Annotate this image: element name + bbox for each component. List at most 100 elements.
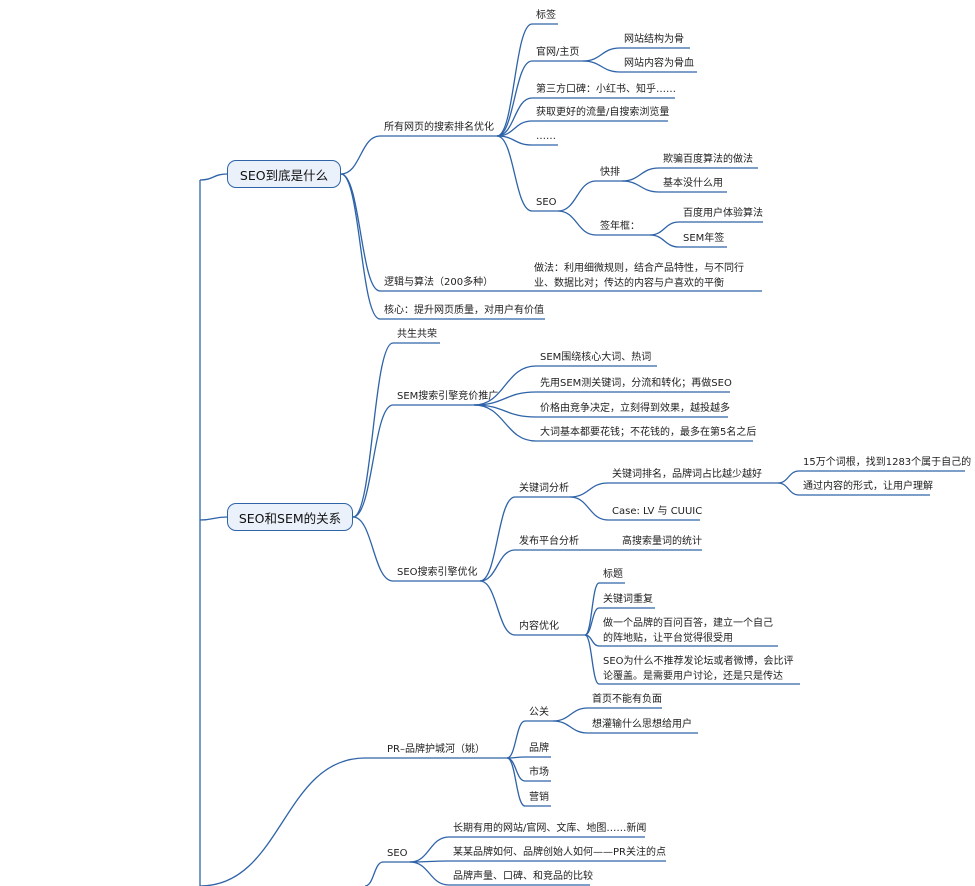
connector-46 xyxy=(506,757,551,807)
connector-49 xyxy=(409,860,666,863)
node-sem-test[interactable]: 先用SEM测关键词，分流和转化；再做SEO xyxy=(540,378,732,389)
node-publish-a[interactable]: 高搜索量词的统计 xyxy=(622,536,702,547)
node-seo2[interactable]: SEO xyxy=(387,848,408,859)
connector-19 xyxy=(649,234,727,248)
connector-12 xyxy=(582,47,690,62)
node-sem-price[interactable]: 价格由竞争决定，立刻得到效果，越投越多 xyxy=(540,403,730,414)
topic-label: SEO到底是什么 xyxy=(239,167,329,183)
node-kw-rank-a[interactable]: 15万个词根，找到1283个属于自己的 xyxy=(803,457,972,468)
connector-24 xyxy=(473,365,657,406)
node-site-content[interactable]: 网站内容为骨血 xyxy=(624,58,694,69)
node-pr-brand[interactable]: 品牌 xyxy=(529,743,549,754)
connector-40 xyxy=(199,757,507,886)
node-seo2-b[interactable]: 某某品牌如何、品牌创始人如何——PR关注的点 xyxy=(453,847,666,858)
connector-28 xyxy=(479,496,570,582)
node-site-structure[interactable]: 网站结构为骨 xyxy=(624,34,684,45)
node-kw-rank[interactable]: 关键词排名，品牌词占比越少越好 xyxy=(612,469,762,480)
connector-30 xyxy=(479,580,585,636)
node-tags[interactable]: 标签 xyxy=(536,10,556,21)
node-pr-gg-a[interactable]: 首页不能有负面 xyxy=(592,694,662,705)
connector-27 xyxy=(473,404,753,442)
connector-17 xyxy=(621,180,727,193)
node-annual-frame[interactable]: 签年框： xyxy=(600,221,640,232)
node-publish[interactable]: 发布平台分析 xyxy=(519,536,579,547)
connector-7 xyxy=(496,60,583,137)
connector-22 xyxy=(352,404,474,518)
connector-14 xyxy=(557,180,622,212)
connector-39 xyxy=(584,634,800,685)
connector-50 xyxy=(409,861,590,886)
connector-6 xyxy=(496,23,558,137)
node-content[interactable]: 内容优化 xyxy=(519,621,559,632)
topic-seo-sem-relation[interactable]: SEO和SEM的关系 xyxy=(227,503,353,531)
node-logic-algorithm[interactable]: 逻辑与算法（200多种） xyxy=(384,277,494,288)
connector-43 xyxy=(552,720,698,734)
node-pr-market[interactable]: 市场 xyxy=(529,767,549,778)
node-sem-annual[interactable]: SEM年签 xyxy=(683,233,725,244)
connector-13 xyxy=(582,60,697,73)
connector-41 xyxy=(506,720,553,759)
connector-34 xyxy=(777,482,930,496)
connector-16 xyxy=(621,167,758,182)
connector-47 xyxy=(364,861,410,886)
node-traffic[interactable]: 获取更好的流量/自搜索浏览量 xyxy=(536,107,670,118)
connector-44 xyxy=(506,756,551,759)
node-pr-gg[interactable]: 公关 xyxy=(529,707,549,718)
connector-37 xyxy=(584,607,655,636)
node-content-forum[interactable]: SEO为什么不推荐发论坛或者微博，会比评论覆盖。是需要用户讨论，还是只是传达 xyxy=(603,656,794,682)
connector-26 xyxy=(473,404,728,418)
node-seo2-a[interactable]: 长期有用的网站/官网、文库、地图……新闻 xyxy=(453,823,647,834)
node-pr-sales[interactable]: 营销 xyxy=(529,792,549,803)
node-symbiosis[interactable]: 共生共荣 xyxy=(397,329,437,340)
connector-32 xyxy=(569,496,700,521)
connector-21 xyxy=(352,342,440,518)
connector-31 xyxy=(569,482,778,498)
node-all-webpages[interactable]: 所有网页的搜索排名优化 xyxy=(384,122,494,133)
connector-9 xyxy=(496,120,668,137)
connector-11 xyxy=(496,135,558,212)
node-pr-gg-b[interactable]: 想灌输什么思想给用户 xyxy=(592,719,692,730)
topic-label: SEO和SEM的关系 xyxy=(238,510,342,526)
node-content-title[interactable]: 标题 xyxy=(603,569,623,580)
connector-8 xyxy=(496,97,675,137)
node-sem[interactable]: SEM搜索引擎竞价推广 xyxy=(397,391,499,402)
node-third-party[interactable]: 第三方口碑：小红书、知乎…… xyxy=(536,84,676,95)
connector-25 xyxy=(473,391,730,406)
node-etc[interactable]: …… xyxy=(536,131,556,142)
node-sem-big-words[interactable]: 大词基本都要花钱；不花钱的，最多在第5名之后 xyxy=(540,427,757,438)
node-seo[interactable]: SEO xyxy=(536,197,557,208)
node-content-qa[interactable]: 做一个品牌的百问百答，建立一个自己的阵地贴，让平台觉得很受用 xyxy=(603,618,773,644)
node-seo-optimize[interactable]: SEO搜索引擎优化 xyxy=(397,567,478,578)
connector-15 xyxy=(557,210,650,236)
connector-18 xyxy=(649,221,763,236)
node-seo2-c[interactable]: 品牌声量、口碑、和竞品的比较 xyxy=(453,871,593,882)
node-kw-case[interactable]: Case: LV 与 CUUIC xyxy=(612,506,703,517)
connector-42 xyxy=(552,707,662,722)
node-pr[interactable]: PR–品牌护城河（姚） xyxy=(387,744,485,755)
node-sem-core-words[interactable]: SEM围绕核心大词、热词 xyxy=(540,352,652,363)
node-useless[interactable]: 基本没什么用 xyxy=(663,178,723,189)
connector-3 xyxy=(340,135,497,175)
node-kw-rank-b[interactable]: 通过内容的形式，让用户理解 xyxy=(803,481,933,492)
node-cheat-baidu[interactable]: 欺骗百度算法的做法 xyxy=(663,154,753,165)
node-quick-rank[interactable]: 快排 xyxy=(600,167,620,178)
connector-29 xyxy=(479,549,581,582)
connector-5 xyxy=(340,173,545,320)
node-baidu-ux[interactable]: 百度用户体验算法 xyxy=(683,208,763,219)
topic-seo-what[interactable]: SEO到底是什么 xyxy=(227,160,341,188)
node-method[interactable]: 做法：利用细微规则，结合产品特性，与不同行业、数据比对；传达的内容与户喜欢的平衡 xyxy=(534,263,744,289)
connector-1 xyxy=(199,173,228,181)
node-homepage[interactable]: 官网/主页 xyxy=(536,47,580,58)
connector-10 xyxy=(496,135,558,146)
node-core[interactable]: 核心：提升网页质量，对用户有价值 xyxy=(384,305,544,316)
node-content-repeat[interactable]: 关键词重复 xyxy=(603,594,653,605)
connector-4 xyxy=(340,173,528,292)
connector-23 xyxy=(352,516,480,582)
connector-38 xyxy=(584,634,778,647)
connector-33 xyxy=(777,470,965,484)
node-kw-analysis[interactable]: 关键词分析 xyxy=(519,483,569,494)
connector-48 xyxy=(409,836,645,863)
connector-2 xyxy=(199,516,228,521)
